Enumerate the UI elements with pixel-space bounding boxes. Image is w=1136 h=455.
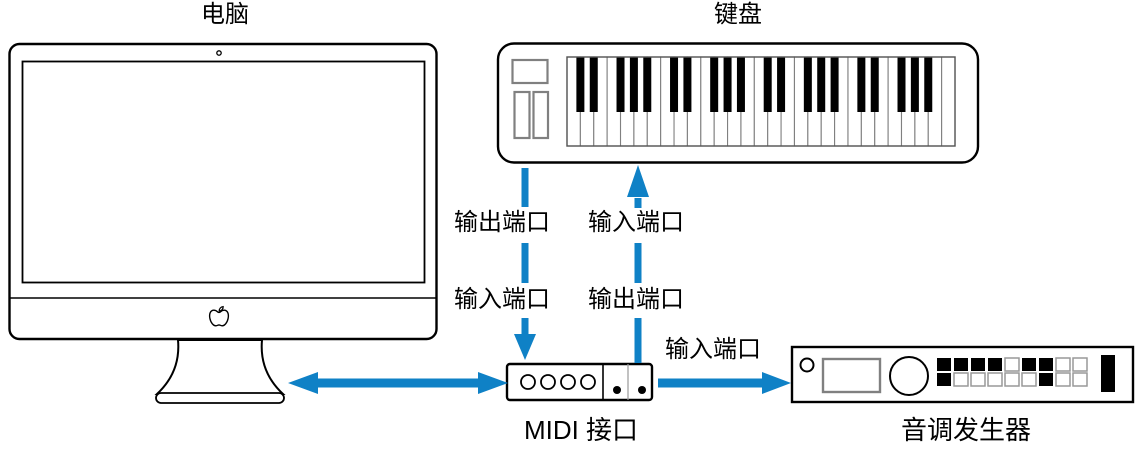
keyboard-output-port-label: 输出端口 — [454, 209, 550, 236]
tone-generator-illustration — [790, 345, 1135, 404]
interface-output-port-label: 输出端口 — [588, 286, 684, 313]
computer-screen — [21, 60, 426, 284]
keyboard-label: 键盘 — [714, 1, 762, 28]
keyboard-illustration — [496, 42, 980, 164]
tone-generator-input-port-label: 输入端口 — [665, 336, 761, 363]
keyboard-display — [511, 58, 549, 85]
tone-generator-label: 音调发生器 — [900, 415, 1031, 445]
interface-input-port-label: 输入端口 — [454, 286, 550, 313]
computer-illustration — [8, 42, 438, 404]
knob-icon — [889, 356, 929, 396]
keyboard-to-interface-arrow — [514, 168, 536, 360]
tone-generator-display — [821, 357, 882, 394]
computer-stand — [154, 339, 286, 404]
midi-interface-label: MIDI 接口 — [523, 415, 639, 445]
tone-generator-slot — [1101, 355, 1115, 392]
keyboard-input-port-label: 输入端口 — [588, 209, 684, 236]
mod-wheel — [532, 90, 550, 140]
connection-arrows — [288, 165, 791, 394]
interface-to-tone-generator-arrow — [658, 372, 791, 394]
computer-label: 电脑 — [201, 1, 249, 28]
computer-interface-arrow — [288, 372, 508, 394]
power-button-icon — [799, 357, 815, 373]
pitch-wheel — [513, 90, 531, 140]
interface-to-keyboard-arrow — [627, 165, 649, 363]
piano-keys — [566, 56, 956, 147]
tone-generator-buttons — [937, 357, 1088, 387]
midi-interface-illustration — [505, 362, 654, 402]
apple-logo-icon — [208, 305, 230, 327]
camera-dot-icon — [216, 50, 222, 56]
